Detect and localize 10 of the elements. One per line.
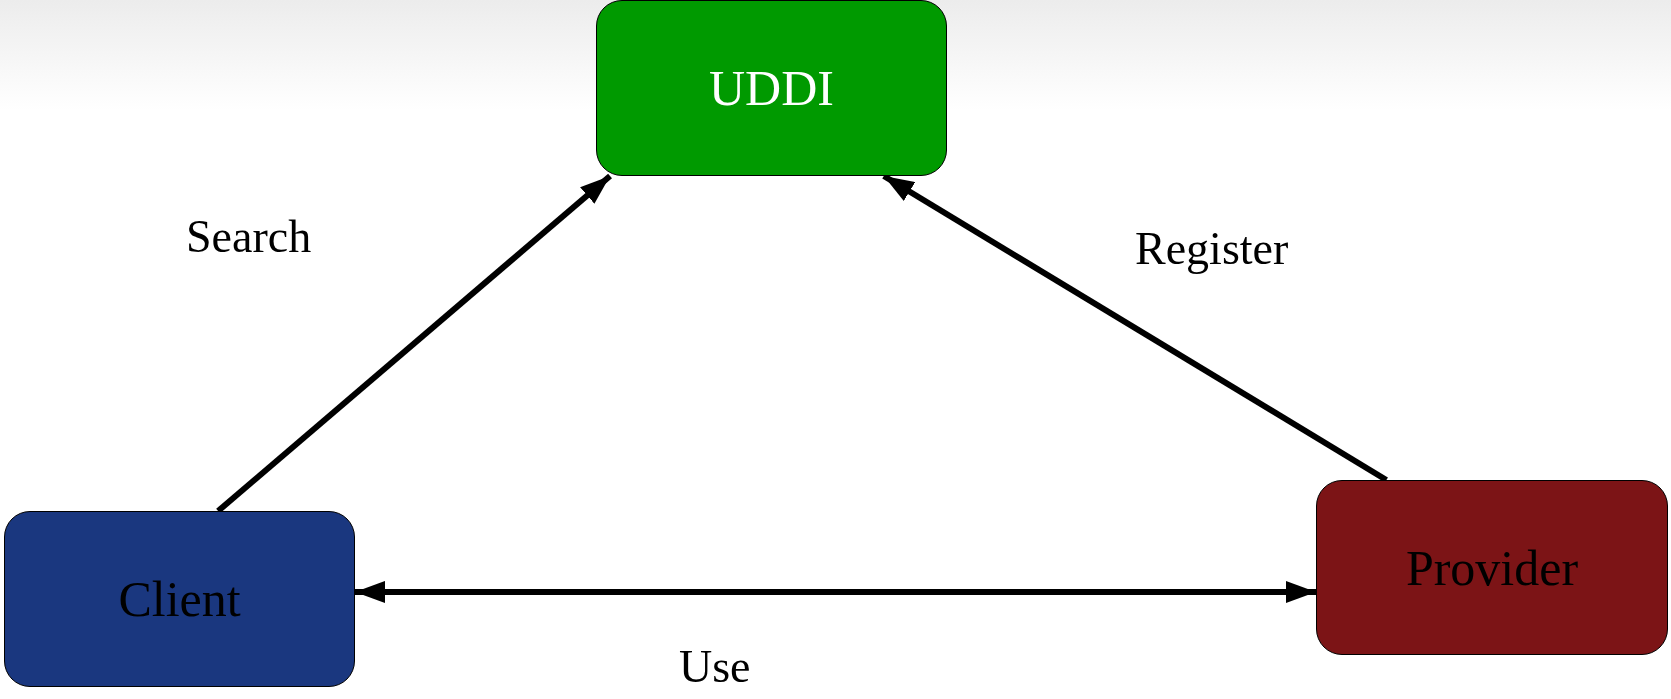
process-box: [596, 0, 947, 176]
node-label: UDDI: [709, 59, 834, 117]
arrow: [355, 580, 1316, 603]
process-box: [4, 511, 355, 687]
edge-label: Search: [186, 210, 312, 263]
node-label: Provider: [1405, 538, 1579, 597]
node-label: Client: [118, 570, 241, 628]
edge-label: Use: [679, 640, 751, 693]
edge-label: Register: [1135, 222, 1289, 275]
process-box: [1316, 480, 1668, 655]
